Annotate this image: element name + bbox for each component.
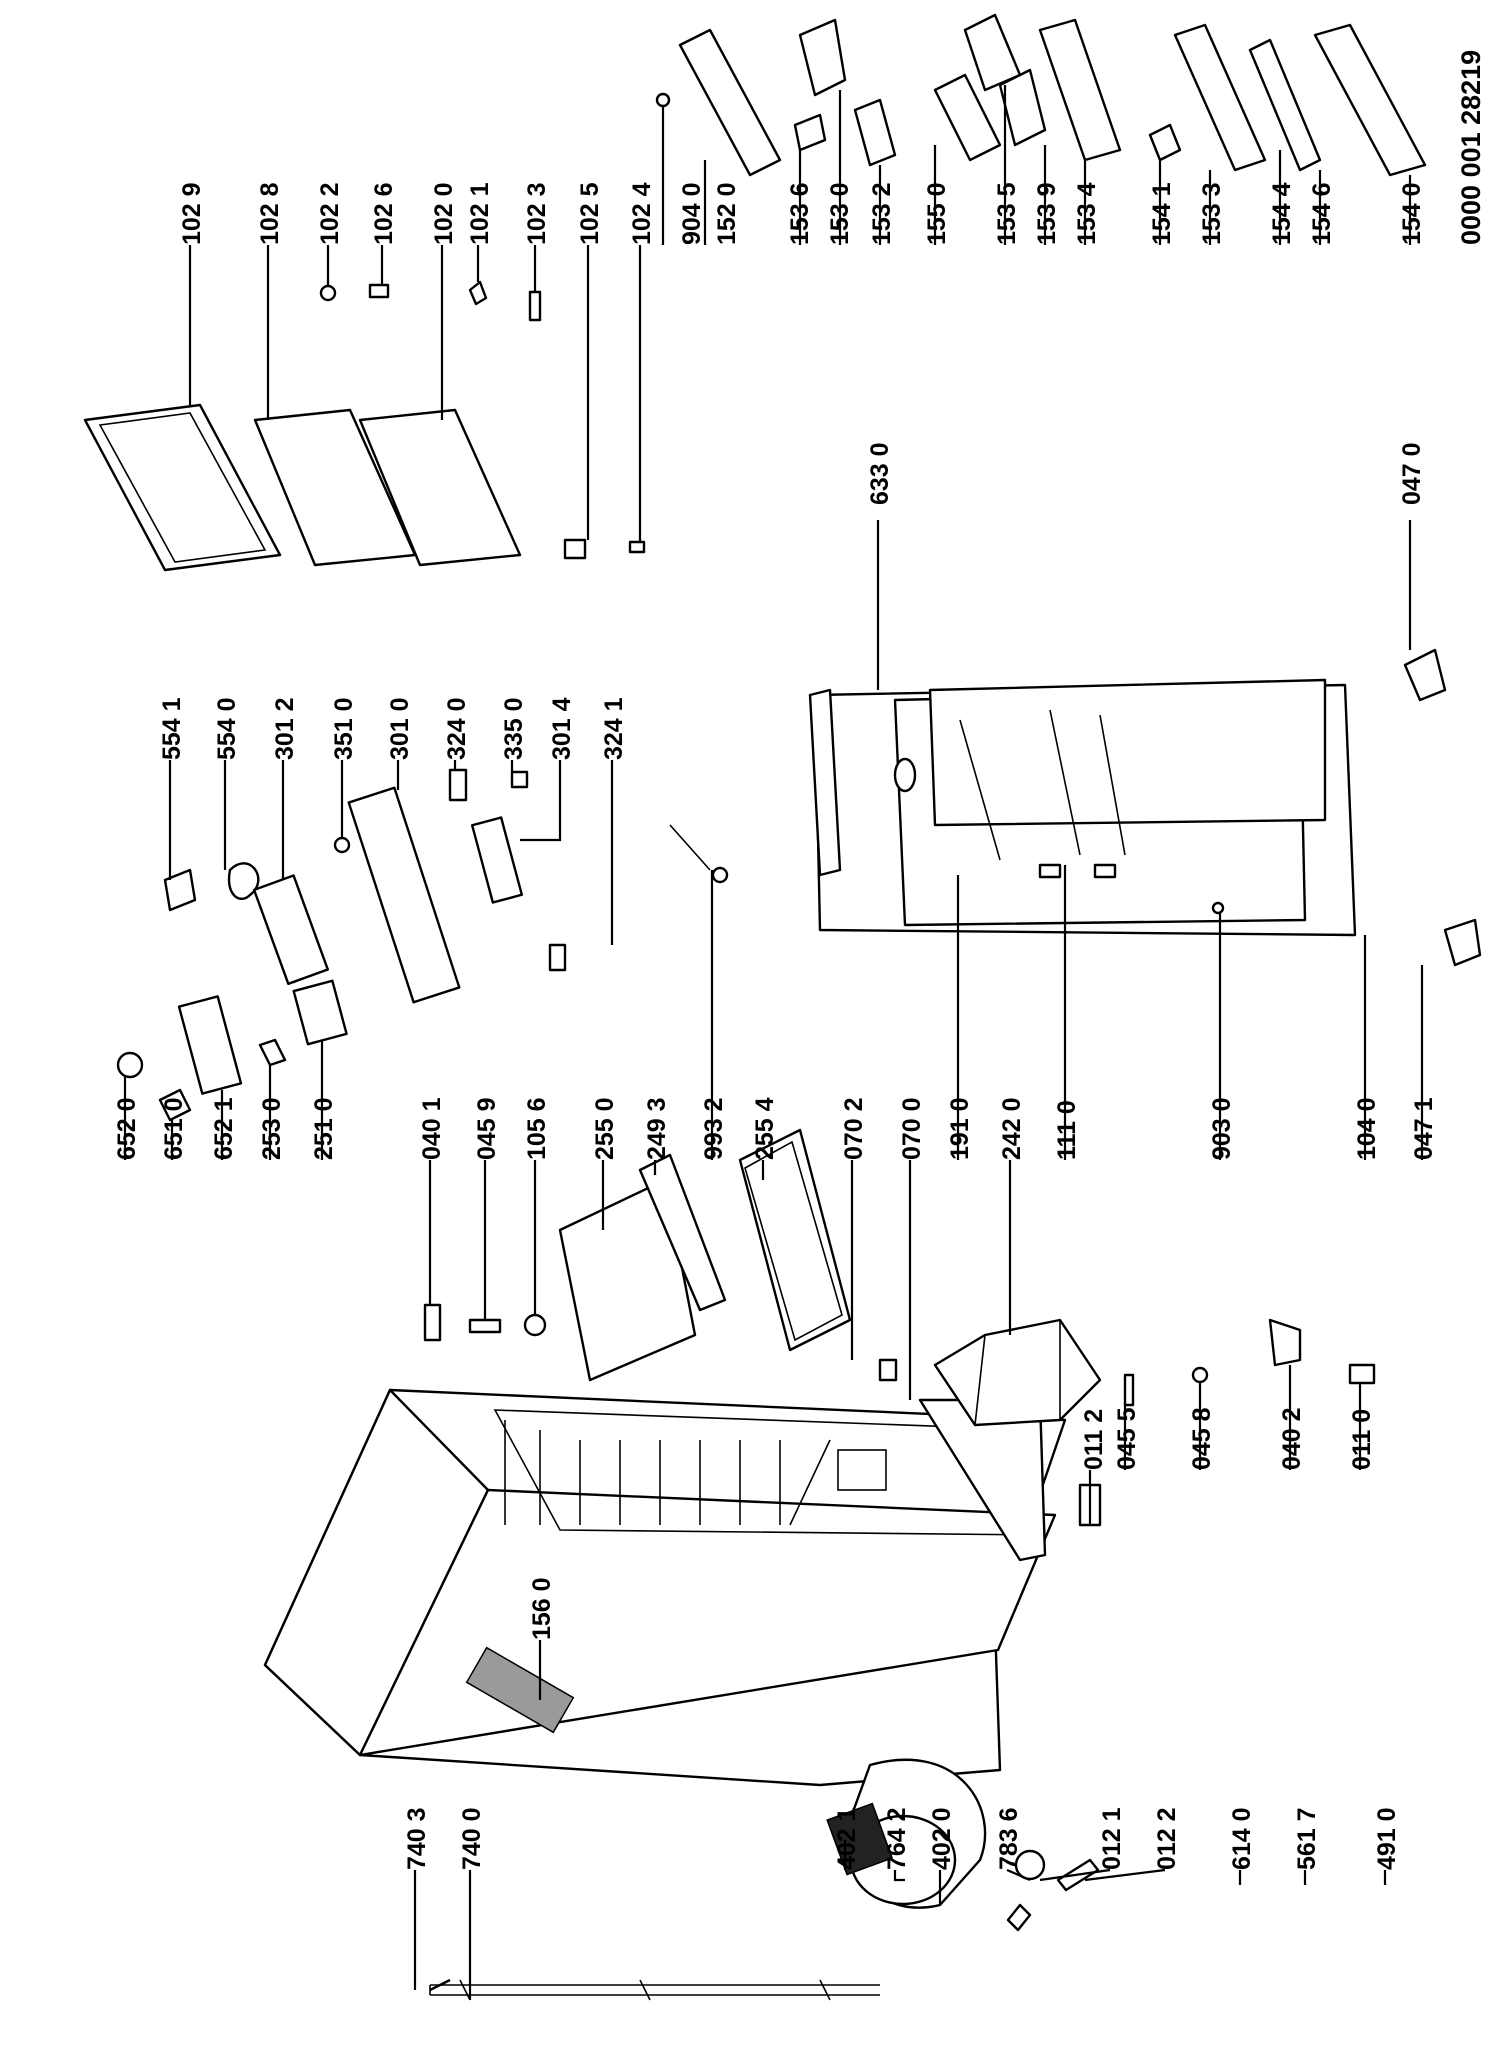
glass-shelves-drawing [558,1128,852,1382]
part-label-153-5: 153 5 [993,182,1021,245]
part-label-251-0: 251 0 [310,1097,338,1160]
part-label-047-1: 047 1 [1410,1097,1438,1160]
vegetable-drawer-drawing [933,1318,1102,1427]
freezer-flaps-drawing [83,280,646,572]
part-label-152-0: 152 0 [713,182,741,245]
part-label-491-0: 491 0 [1373,1807,1401,1870]
part-label-102-1: 102 1 [466,182,494,245]
part-label-402-1: 402 1 [833,1807,861,1870]
part-label-104-0: 104 0 [1353,1097,1381,1160]
part-label-153-9: 153 9 [1033,182,1061,245]
parts-artwork [83,13,1482,2001]
part-label-993-2: 993 2 [700,1097,728,1160]
part-label-154-1: 154 1 [1148,182,1176,245]
door-balconies-drawing [655,13,1427,177]
part-label-011-0: 011 0 [1348,1409,1376,1470]
part-label-154-6: 154 6 [1308,182,1336,245]
part-label-045-9: 045 9 [473,1097,501,1160]
part-label-651-0: 651 0 [160,1097,188,1160]
part-label-153-4: 153 4 [1073,182,1101,245]
part-label-351-0: 351 0 [330,697,358,760]
part-label-102-0: 102 0 [430,182,458,245]
part-label-153-2: 153 2 [868,182,896,245]
part-label-155-0: 155 0 [923,182,951,245]
part-label-335-0: 335 0 [500,697,528,760]
part-label-102-5: 102 5 [576,182,604,245]
part-label-154-4: 154 4 [1268,182,1296,245]
part-label-255-0: 255 0 [591,1097,619,1160]
light-thermostat-drawing [116,768,729,1122]
part-label-324-1: 324 1 [600,697,628,760]
part-label-740-3: 740 3 [403,1807,431,1870]
part-label-047-0: 047 0 [1398,442,1426,505]
part-label-153-6: 153 6 [786,182,814,245]
part-label-102-8: 102 8 [256,182,284,245]
part-label-153-3: 153 3 [1198,182,1226,245]
part-label-255-4: 255 4 [751,1097,779,1160]
leader-lines [123,85,1424,2000]
part-label-111-0: 111 0 [1053,1100,1081,1160]
part-label-903-0: 903 0 [1208,1097,1236,1160]
part-label-040-1: 040 1 [418,1097,446,1160]
part-label-614-0: 614 0 [1228,1807,1256,1870]
part-label-764-2: 764 2 [883,1807,911,1870]
part-label-153-0: 153 0 [826,182,854,245]
compressor-drawing [826,1758,1100,1932]
part-label-040-2: 040 2 [1278,1407,1306,1470]
part-label-242-0: 242 0 [998,1097,1026,1160]
document-number: 0000 001 28219 [1456,50,1486,245]
part-label-102-3: 102 3 [523,182,551,245]
part-label-070-2: 070 2 [840,1097,868,1160]
part-label-740-0: 740 0 [458,1807,486,1870]
part-label-652-1: 652 1 [210,1097,238,1160]
part-label-633-0: 633 0 [866,442,894,505]
part-label-301-0: 301 0 [386,697,414,760]
fixings-drawing [423,1303,1376,1527]
part-label-652-0: 652 0 [113,1097,141,1160]
part-label-191-0: 191 0 [946,1097,974,1160]
part-label-402-0: 402 0 [928,1807,956,1870]
cabinet-drawing [263,1388,1067,2001]
part-label-102-6: 102 6 [370,182,398,245]
part-label-249-3: 249 3 [643,1097,671,1160]
part-label-045-5: 045 5 [1113,1407,1141,1470]
part-label-904-0: 904 0 [678,182,706,245]
part-label-554-1: 554 1 [158,697,186,760]
part-label-324-0: 324 0 [443,697,471,760]
part-label-301-4: 301 4 [548,697,576,760]
part-label-102-9: 102 9 [178,182,206,245]
part-label-045-8: 045 8 [1188,1407,1216,1470]
part-label-011-2: 011 2 [1080,1409,1108,1470]
part-number-labels: 102 9 102 8 102 2 102 6 102 0 102 1 102 3 102 5… [113,182,1438,1870]
door-drawing [808,648,1482,967]
part-label-102-4: 102 4 [628,182,656,245]
part-label-102-2: 102 2 [316,182,344,245]
part-label-156-0: 156 0 [528,1577,556,1640]
part-label-105-6: 105 6 [523,1097,551,1160]
part-label-070-0: 070 0 [898,1097,926,1160]
part-label-783-6: 783 6 [995,1807,1023,1870]
part-label-253-0: 253 0 [258,1097,286,1160]
part-label-012-2: 012 2 [1153,1807,1181,1870]
part-label-561-7: 561 7 [1293,1807,1321,1870]
part-label-554-0: 554 0 [213,697,241,760]
part-label-154-0: 154 0 [1398,182,1426,245]
part-label-301-2: 301 2 [271,697,299,760]
part-label-012-1: 012 1 [1098,1807,1126,1870]
